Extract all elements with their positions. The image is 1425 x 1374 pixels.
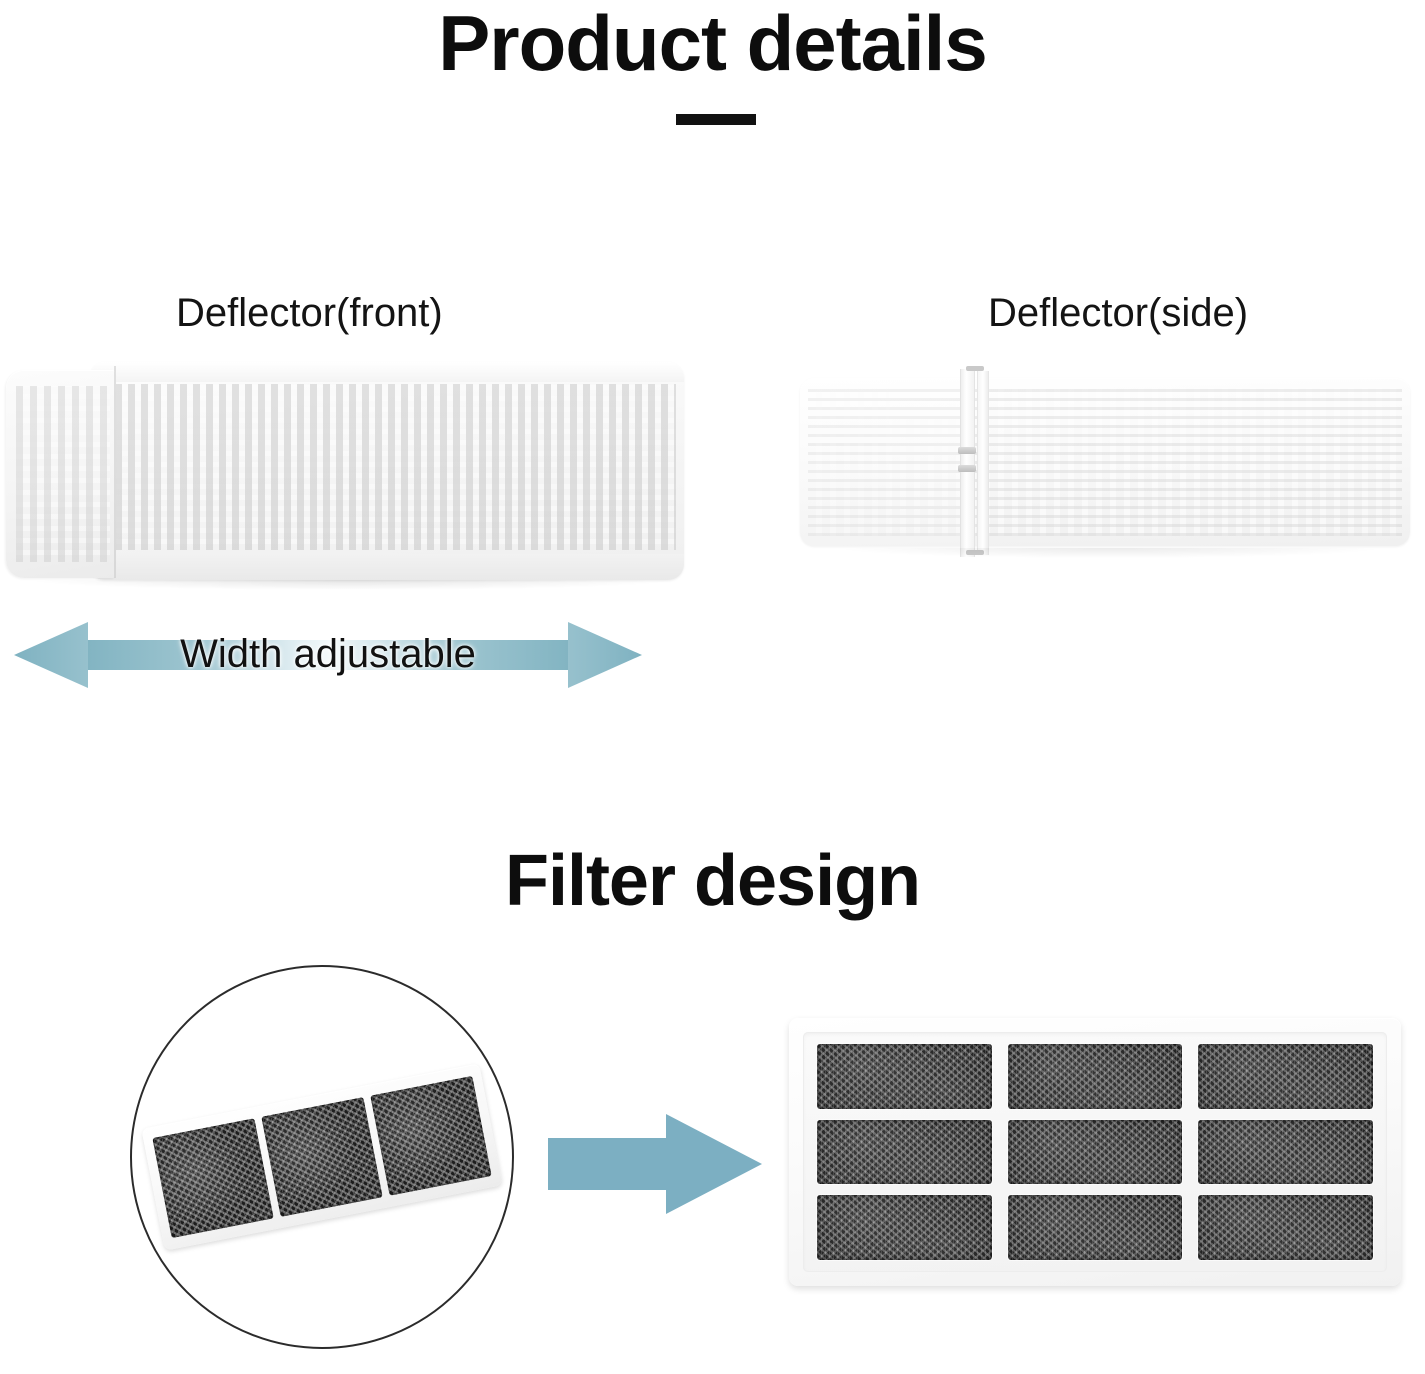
deflector-side-label: Deflector(side) [988,291,1249,335]
deflector-front-vent-grill [102,384,676,550]
hinge-bar-right [977,371,989,555]
width-adjustable-callout: Width adjustable [8,614,648,696]
filter-cell [152,1118,274,1239]
width-adjustable-label: Width adjustable [180,632,476,676]
filter-design-title: Filter design [504,841,921,921]
filter-cell [817,1195,992,1260]
filter-cell [1198,1195,1373,1260]
filter-cell [261,1097,383,1217]
deflector-side-tab-bottom [966,550,984,555]
deflector-front-label: Deflector(front) [176,291,443,335]
transform-arrow [548,1112,764,1216]
filter-closeup-tray [141,1063,503,1251]
deflector-front-main-panel [90,362,684,580]
filter-cell [370,1075,492,1196]
deflector-front-seam [114,366,116,578]
title-divider [676,114,756,125]
filter-cell [1007,1044,1183,1109]
filter-cell [1007,1195,1183,1260]
hinge-notch-lower [958,465,976,472]
filter-cell [1198,1044,1373,1109]
page-title: Product details [438,0,987,87]
filter-closeup-circle [130,965,514,1349]
right-arrow-icon [548,1114,762,1214]
deflector-front-slide-vent-grill [16,386,110,562]
deflector-side-slide-section [800,378,970,546]
deflector-side-tab-top [966,366,984,371]
filter-tray-frame [803,1032,1387,1272]
filter-tray-photo [789,1018,1401,1286]
deflector-side-shadow [840,548,1380,558]
deflector-side-slide-vent-grill [808,388,962,536]
deflector-front-shadow [32,580,672,590]
filter-cell [1198,1119,1373,1185]
filter-cell [1007,1119,1183,1185]
deflector-side-hinge [956,369,992,557]
hinge-bar-left [960,369,975,557]
hinge-notch-upper [958,447,976,454]
deflector-front-slide-section [6,370,116,578]
filter-cell [817,1044,992,1109]
deflector-front-photo [6,356,684,590]
double-headed-arrow-icon [14,622,642,688]
deflector-side-photo [800,364,1410,564]
filter-cell [817,1119,992,1185]
